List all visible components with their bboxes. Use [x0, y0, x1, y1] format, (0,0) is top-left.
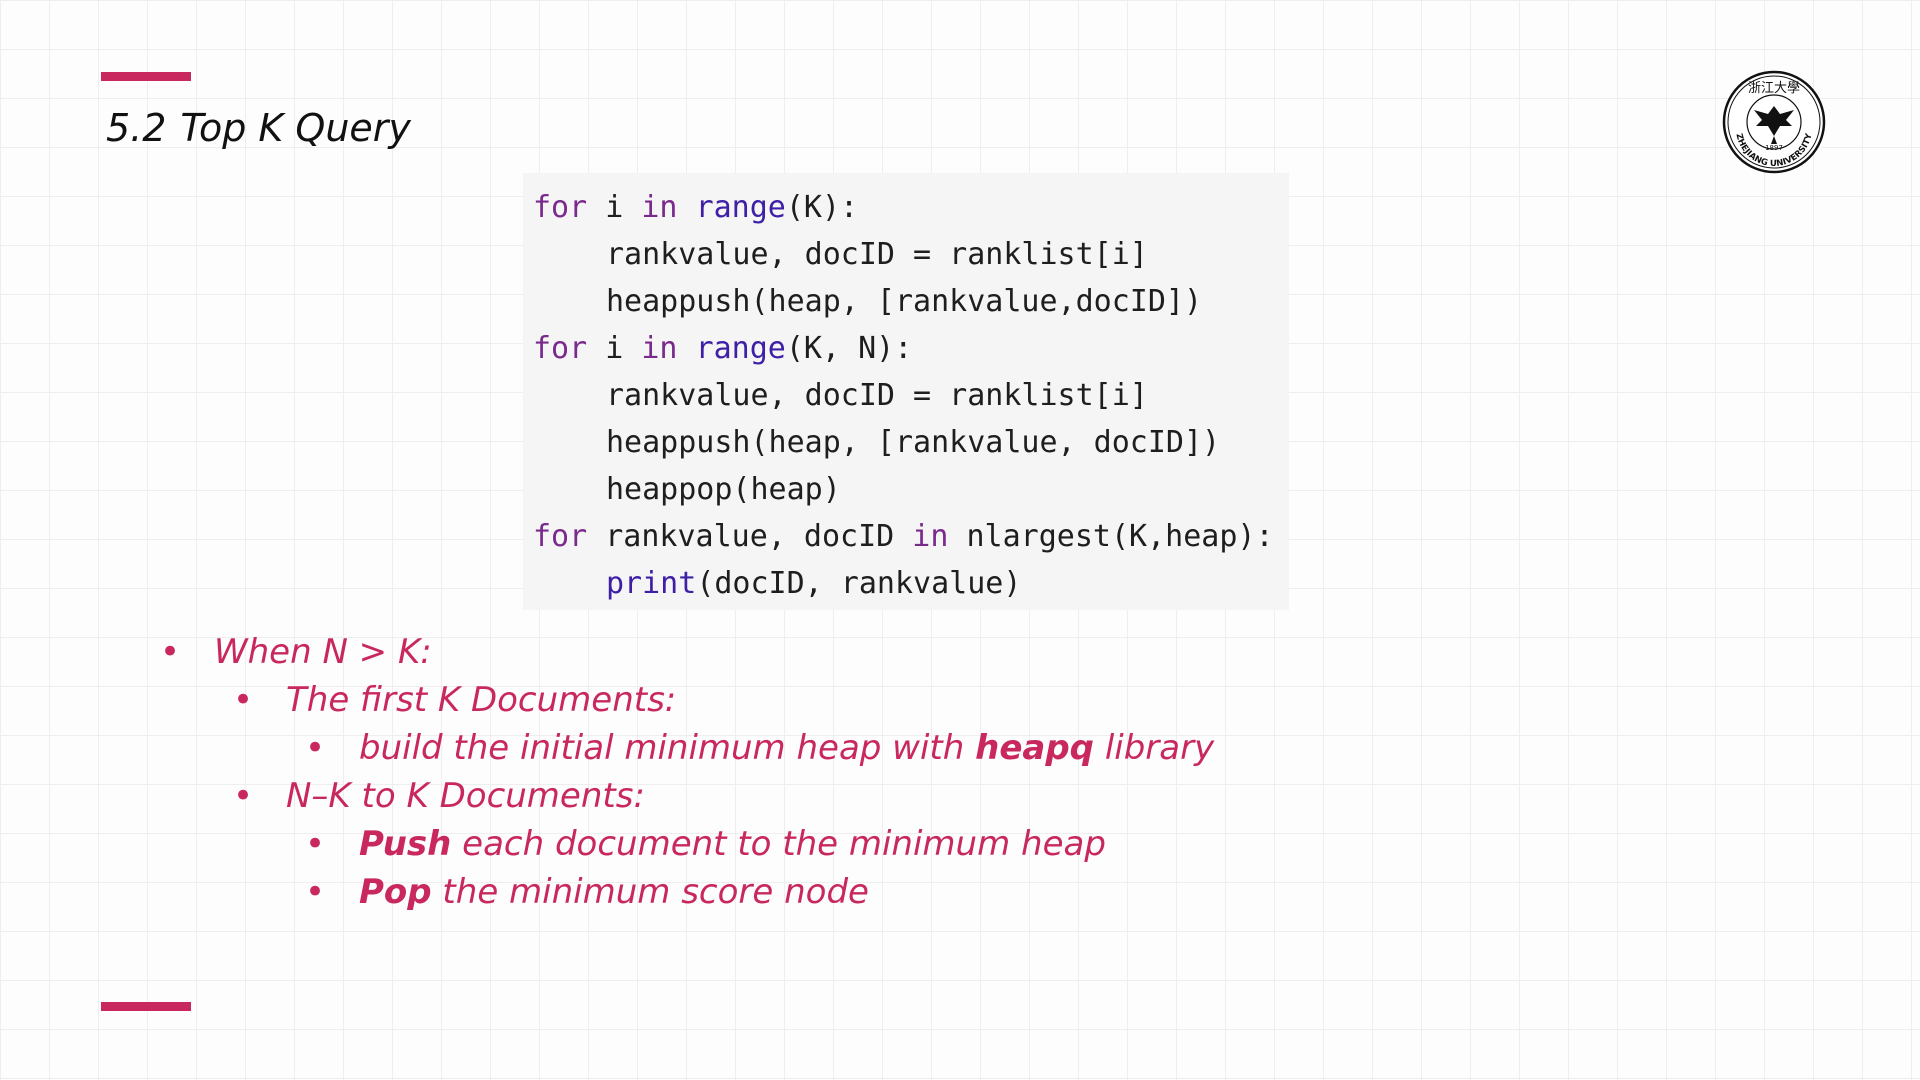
code-line: for i in range(K): — [533, 184, 1289, 231]
list-item: • N–K to K Documents: — [0, 776, 1920, 824]
list-item: • When N > K: — [0, 632, 1920, 680]
bullet-text: build the initial minimum heap with heap… — [359, 728, 1214, 768]
top-accent-bar — [101, 72, 191, 81]
bullet-marker: • — [233, 776, 254, 816]
bullet-text-bold: Pop — [359, 872, 432, 912]
bullet-text-part: the minimum score node — [431, 872, 869, 912]
bullet-text-part: library — [1094, 728, 1215, 768]
zhejiang-university-seal-icon: 浙江大學 1897 ZHEJIANG UNIVERSITY — [1722, 70, 1826, 174]
bullet-marker: • — [305, 728, 326, 768]
code-text — [678, 190, 696, 225]
bullet-text-bold: Push — [359, 824, 452, 864]
code-keyword: for — [533, 190, 588, 225]
code-line: heappop(heap) — [533, 466, 1289, 513]
code-text — [678, 331, 696, 366]
code-builtin: range — [695, 331, 786, 366]
code-keyword: for — [533, 519, 588, 554]
bullet-text: When N > K: — [214, 632, 432, 672]
code-keyword: in — [641, 190, 678, 225]
code-text: heappush(heap, [rankvalue,docID]) — [606, 284, 1203, 319]
bullet-text: Push each document to the minimum heap — [359, 824, 1106, 864]
bullet-text-bold: heapq — [975, 728, 1095, 768]
logo-top-chars: 浙江大學 — [1748, 81, 1800, 96]
code-line: for rankvalue, docID in nlargest(K,heap)… — [533, 513, 1289, 560]
logo-year: 1897 — [1765, 144, 1783, 152]
bullet-marker: • — [305, 872, 326, 912]
title-number: 5.2 — [106, 106, 167, 150]
code-builtin: print — [606, 566, 697, 601]
code-text: rankvalue, docID = ranklist[i] — [606, 237, 1148, 272]
bullet-text-part: each document to the minimum heap — [451, 824, 1106, 864]
code-text: i — [587, 331, 642, 366]
code-line: heappush(heap, [rankvalue, docID]) — [533, 419, 1289, 466]
code-text: (K): — [785, 190, 859, 225]
slide-title: 5.2 Top K Query — [106, 106, 411, 150]
code-text: i — [587, 190, 642, 225]
code-line: for i in range(K, N): — [533, 325, 1289, 372]
code-line: rankvalue, docID = ranklist[i] — [533, 372, 1289, 419]
list-item: • build the initial minimum heap with he… — [0, 728, 1920, 776]
code-text: nlargest(K,heap): — [948, 519, 1274, 554]
title-text: Top K Query — [180, 106, 411, 150]
bullet-text: The first K Documents: — [286, 680, 677, 720]
code-text: rankvalue, docID = ranklist[i] — [606, 378, 1148, 413]
code-line: rankvalue, docID = ranklist[i] — [533, 231, 1289, 278]
bottom-accent-bar — [101, 1002, 191, 1011]
list-item: • Pop the minimum score node — [0, 872, 1920, 920]
code-text: (K, N): — [785, 331, 913, 366]
code-line: heappush(heap, [rankvalue,docID]) — [533, 278, 1289, 325]
bullet-text: Pop the minimum score node — [359, 872, 869, 912]
bullet-list: • When N > K: • The first K Documents: •… — [0, 632, 1920, 920]
bullet-marker: • — [160, 632, 181, 672]
bullet-text-part: build the initial minimum heap with — [359, 728, 976, 768]
list-item: • The first K Documents: — [0, 680, 1920, 728]
code-text: heappop(heap) — [606, 472, 841, 507]
code-text: rankvalue, docID — [587, 519, 913, 554]
code-text: heappush(heap, [rankvalue, docID]) — [606, 425, 1221, 460]
code-keyword: in — [912, 519, 949, 554]
bullet-marker: • — [233, 680, 254, 720]
code-builtin: range — [695, 190, 786, 225]
code-block: for i in range(K): rankvalue, docID = ra… — [523, 173, 1289, 610]
bullet-marker: • — [305, 824, 326, 864]
list-item: • Push each document to the minimum heap — [0, 824, 1920, 872]
code-keyword: for — [533, 331, 588, 366]
code-keyword: in — [641, 331, 678, 366]
code-text: (docID, rankvalue) — [696, 566, 1022, 601]
code-line: print(docID, rankvalue) — [533, 560, 1289, 607]
bullet-text: N–K to K Documents: — [286, 776, 645, 816]
